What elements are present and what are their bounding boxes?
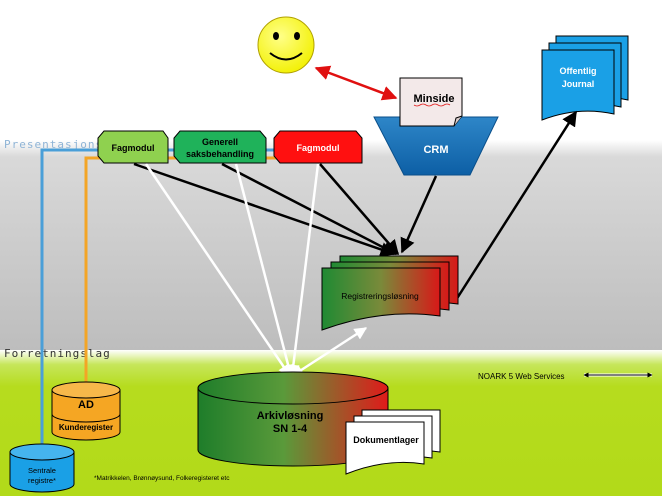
- arkivlosning-label-1: Arkivløsning: [257, 410, 324, 422]
- dokumentlager-node: Dokumentlager: [345, 409, 441, 475]
- registreringslosning-label: Registreringsløsning: [341, 291, 419, 301]
- blue-connector: [40, 148, 100, 448]
- minside-label: Minside: [414, 93, 455, 105]
- presentation-layer-label: Presentasjonslag: [4, 138, 126, 151]
- sentrale-label-1: Sentrale: [28, 466, 56, 475]
- orange-connector: [84, 156, 100, 390]
- ad-kunderegister-node: AD Kunderegister: [51, 381, 121, 441]
- user-minside-arrow: [314, 65, 398, 101]
- generell-label-1: Generell: [202, 137, 238, 147]
- generell-saksbehandling-node: Generell saksbehandling: [173, 130, 267, 164]
- fagmodul-green-to-registrering-arrow: [133, 162, 396, 257]
- arkivlosning-node: Arkivløsning SN 1-4: [197, 371, 389, 467]
- generell-to-arkiv-arrow: [234, 163, 295, 378]
- footnote: *Matrikkelen, Brønnøysund, Folkeregister…: [94, 475, 230, 482]
- generell-to-registrering-arrow: [221, 162, 398, 256]
- fagmodul-green-label: Fagmodul: [112, 143, 155, 153]
- registreringslosning-node: Registreringsløsning: [321, 255, 459, 331]
- fagmodul-red-label: Fagmodul: [297, 143, 340, 153]
- crm-label: CRM: [423, 144, 448, 156]
- sentrale-registre-node: Sentrale registre*: [9, 443, 75, 493]
- fagmodul-green-node: Fagmodul: [97, 130, 169, 164]
- business-layer-label: Forretningslag: [4, 347, 111, 360]
- fagmodul-red-to-registrering-arrow: [319, 163, 399, 256]
- ad-label: AD: [78, 399, 94, 411]
- smiley-user-icon: [257, 16, 315, 74]
- dokumentlager-label: Dokumentlager: [353, 435, 419, 445]
- fagmodul-green-to-arkiv-arrow: [144, 163, 292, 378]
- minside-node: Minside: [399, 77, 463, 127]
- arkivlosning-label-2: SN 1-4: [273, 423, 308, 435]
- offentlig-journal-label-1: Offentlig: [560, 66, 597, 76]
- crm-to-registrering-arrow: [400, 175, 438, 254]
- offentlig-journal-label-2: Journal: [562, 79, 595, 89]
- sentrale-label-2: registre*: [28, 476, 56, 485]
- kunderegister-label: Kunderegister: [59, 423, 113, 432]
- offentlig-journal-node: Offentlig Journal: [541, 35, 629, 121]
- registrering-to-arkiv-arrow: [290, 326, 368, 378]
- fagmodul-red-node: Fagmodul: [273, 130, 363, 164]
- noark-legend-label: NOARK 5 Web Services: [478, 372, 565, 381]
- registrering-to-offentlig-journal-arrow: [454, 110, 578, 301]
- generell-label-2: saksbehandling: [186, 149, 254, 159]
